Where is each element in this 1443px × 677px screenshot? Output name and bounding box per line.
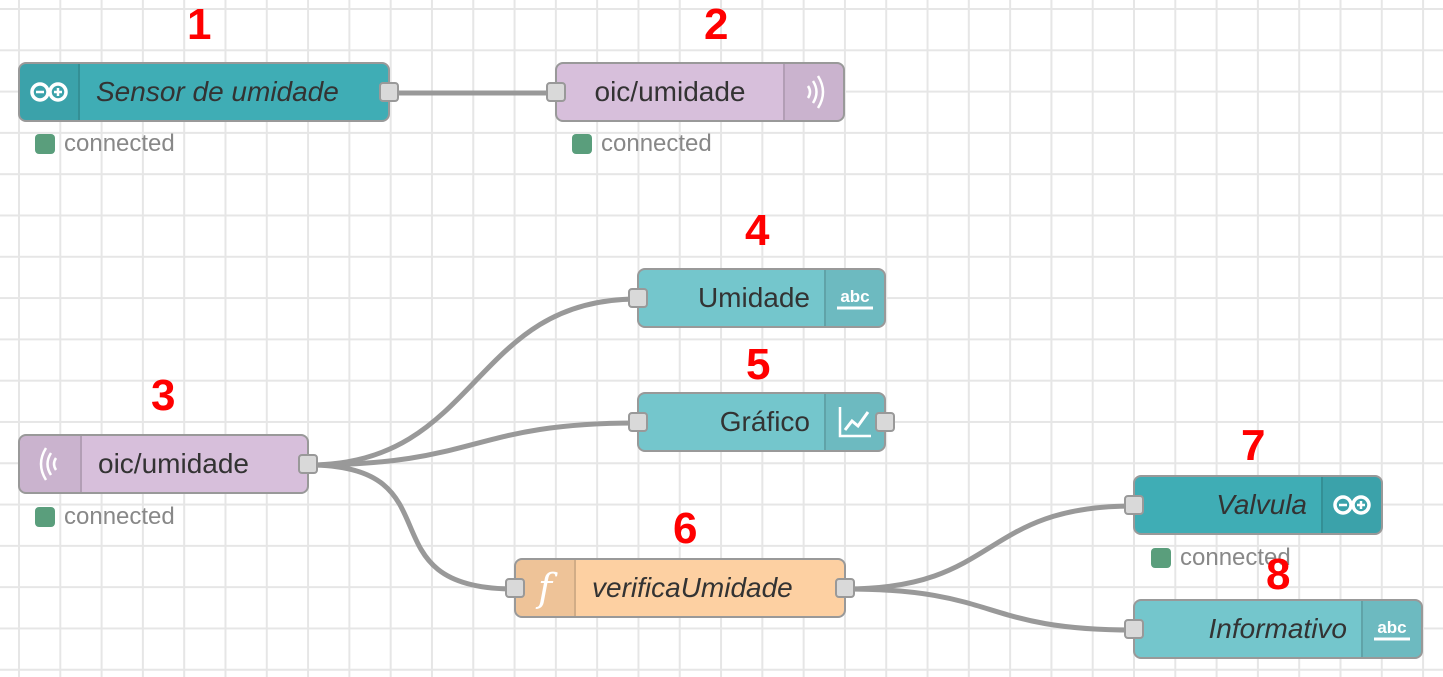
annotation-number-4: 4 — [745, 206, 770, 255]
node-verifica-umidade[interactable]: f verificaUmidade — [505, 558, 855, 618]
node-label: Umidade — [697, 282, 810, 313]
annotation-number-5: 5 — [746, 340, 771, 389]
status-text: connected — [601, 130, 712, 157]
status-dot — [35, 134, 55, 154]
wire-mqtt-in-to-function — [306, 462, 517, 592]
broadcast-icon — [39, 447, 58, 481]
node-label: verificaUmidade — [592, 572, 793, 603]
wire-mqtt-in-to-grafico — [306, 420, 640, 468]
status-mqtt-out: connected — [572, 130, 712, 158]
annotation-number-2: 2 — [704, 0, 729, 49]
annotation-number-3: 3 — [151, 371, 176, 420]
output-port[interactable] — [835, 578, 855, 598]
abc-icon: abc — [837, 287, 873, 310]
status-text: connected — [64, 130, 175, 157]
node-function-icon-box: f — [516, 560, 576, 616]
status-dot — [572, 134, 592, 154]
svg-text:abc: abc — [1377, 618, 1406, 637]
input-port[interactable] — [1124, 619, 1144, 639]
node-label: Sensor de umidade — [96, 76, 339, 107]
input-port[interactable] — [628, 288, 648, 308]
node-valvula-icon-box — [1321, 477, 1381, 533]
status-mqtt-in: connected — [35, 503, 175, 531]
status-text: connected — [64, 503, 175, 530]
status-text: connected — [1180, 544, 1291, 571]
annotation-number-6: 6 — [673, 504, 698, 553]
status-dot — [35, 507, 55, 527]
svg-text:abc: abc — [840, 287, 869, 306]
node-label: oic/umidade — [98, 448, 249, 479]
output-port[interactable] — [379, 82, 399, 102]
output-port[interactable] — [298, 454, 318, 474]
wire-function-to-valvula — [843, 503, 1136, 592]
node-label: oic/umidade — [594, 76, 746, 107]
node-umidade-text[interactable]: Umidade abc — [628, 268, 886, 328]
status-sensor: connected — [35, 130, 175, 158]
node-mqtt-out[interactable]: oic/umidade — [546, 62, 845, 122]
annotation-number-1: 1 — [187, 0, 212, 49]
node-mqtt-in-icon-box — [20, 436, 82, 492]
node-umidade-icon-box: abc — [824, 270, 884, 326]
wire-function-to-informativo — [843, 586, 1136, 633]
annotation-number-7: 7 — [1241, 421, 1266, 470]
status-valvula: connected — [1151, 544, 1291, 572]
status-dot — [1151, 548, 1171, 568]
node-sensor-icon-box — [20, 64, 80, 120]
node-label: Informativo — [1208, 613, 1348, 644]
broadcast-icon — [806, 75, 825, 109]
node-grafico[interactable]: Gráfico — [628, 392, 895, 452]
output-port[interactable] — [875, 412, 895, 432]
node-label: Gráfico — [719, 406, 810, 437]
function-icon: f — [535, 567, 558, 609]
arduino-icon — [1333, 495, 1371, 515]
node-label: Valvula — [1216, 489, 1307, 520]
input-port[interactable] — [546, 82, 566, 102]
node-mqtt-out-icon-box — [783, 64, 843, 120]
node-informativo[interactable]: Informativo abc — [1124, 599, 1423, 659]
node-informativo-icon-box: abc — [1361, 601, 1421, 657]
svg-text:f: f — [535, 567, 558, 609]
abc-icon: abc — [1374, 618, 1410, 641]
node-mqtt-in[interactable]: oic/umidade — [18, 434, 318, 494]
input-port[interactable] — [505, 578, 525, 598]
annotation-number-8: 8 — [1266, 550, 1291, 599]
node-valvula[interactable]: Valvula — [1124, 475, 1383, 535]
node-grafico-icon-box — [824, 394, 884, 450]
input-port[interactable] — [1124, 495, 1144, 515]
node-sensor-de-umidade[interactable]: Sensor de umidade — [18, 62, 399, 122]
chart-icon — [838, 407, 871, 438]
wire-mqtt-in-to-umidade — [306, 296, 640, 468]
arduino-icon — [30, 82, 68, 102]
input-port[interactable] — [628, 412, 648, 432]
